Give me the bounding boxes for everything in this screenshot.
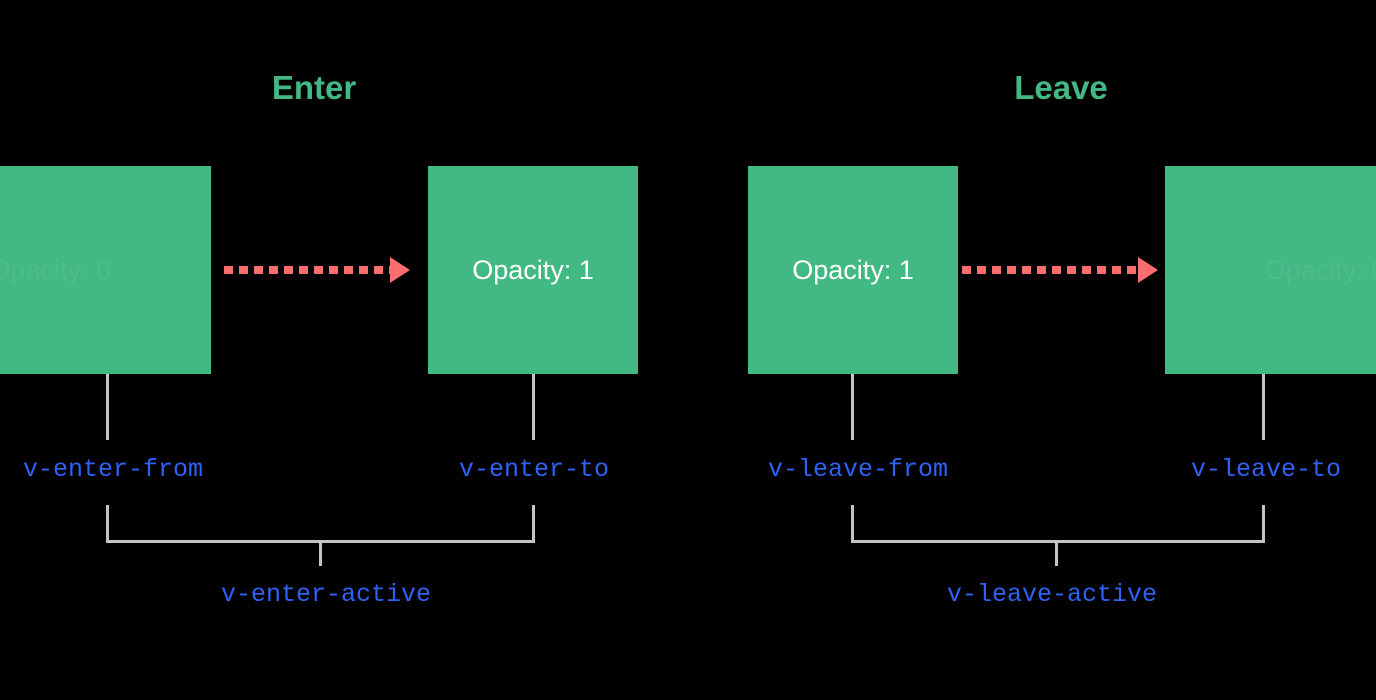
class-label-v-enter-active: v-enter-active [220, 580, 432, 609]
enter-from-box-label: Opacity: 0 [0, 254, 112, 285]
leave-arrow-head [1138, 257, 1158, 283]
enter-from-box: Opacity: 0 [0, 166, 211, 374]
leave-from-box: Opacity: 1 [748, 166, 958, 374]
enter-transition-arrow-icon [224, 257, 410, 283]
leave-from-box-label: Opacity: 1 [792, 254, 914, 285]
enter-arrow-head [390, 257, 410, 283]
leave-to-box-label: Opacity: 0 [1264, 254, 1376, 285]
section-title-enter: Enter [271, 69, 357, 106]
leave-active-bracket [851, 505, 1265, 543]
leave-transition-arrow-icon [962, 257, 1158, 283]
leave-to-stem [1262, 374, 1265, 440]
enter-from-stem [106, 374, 109, 440]
enter-arrow-dashes [224, 266, 391, 274]
class-label-v-leave-active: v-leave-active [946, 580, 1158, 609]
enter-active-bracket-stem [319, 540, 322, 566]
leave-active-bracket-stem [1055, 540, 1058, 566]
leave-from-stem [851, 374, 854, 440]
leave-to-box: Opacity: 0 [1165, 166, 1376, 374]
enter-to-box-label: Opacity: 1 [472, 254, 594, 285]
enter-to-box: Opacity: 1 [428, 166, 638, 374]
leave-arrow-dashes [962, 266, 1139, 274]
class-label-v-enter-from: v-enter-from [22, 455, 204, 484]
section-title-leave: Leave [1014, 69, 1108, 106]
enter-active-bracket [106, 505, 535, 543]
class-label-v-leave-to: v-leave-to [1190, 455, 1342, 484]
class-label-v-enter-to: v-enter-to [458, 455, 610, 484]
class-label-v-leave-from: v-leave-from [767, 455, 949, 484]
enter-to-stem [532, 374, 535, 440]
